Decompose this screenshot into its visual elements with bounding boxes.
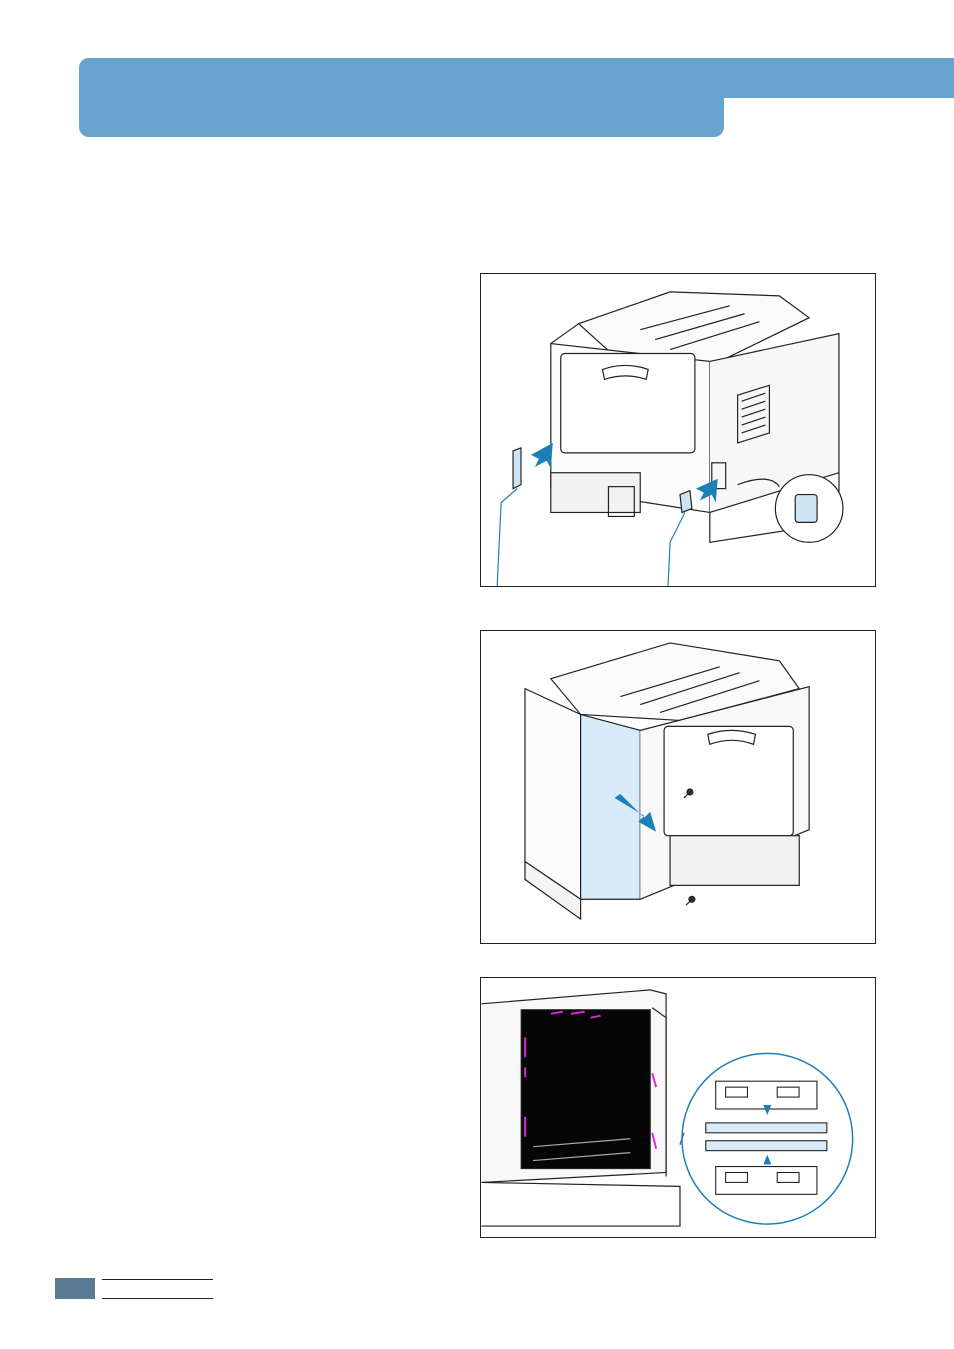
memory-board-illustration xyxy=(481,978,875,1237)
header-title-tab xyxy=(79,58,724,137)
figure-remove-side-cover xyxy=(480,630,876,944)
footer-rule-bottom xyxy=(102,1298,213,1299)
printer-rear-illustration xyxy=(481,274,875,586)
figure-disconnect-cables xyxy=(480,273,876,587)
footer-rule-top xyxy=(102,1279,213,1280)
figure-install-memory xyxy=(480,977,876,1238)
printer-side-illustration xyxy=(481,631,875,943)
page-number-block xyxy=(55,1278,95,1299)
